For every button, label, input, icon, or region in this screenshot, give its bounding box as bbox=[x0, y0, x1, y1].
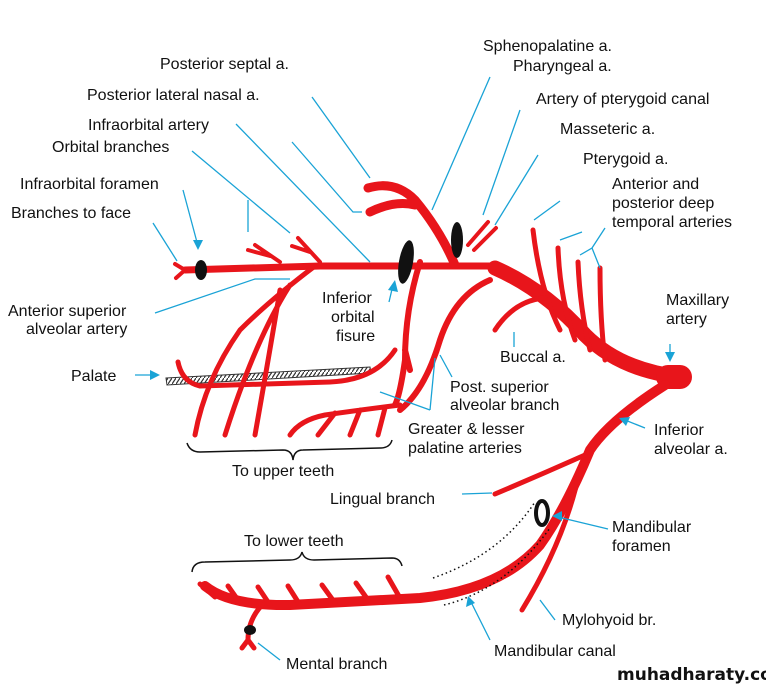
foramina bbox=[195, 222, 550, 635]
deep-temporal-arteries bbox=[575, 259, 608, 363]
label-anterior-superior-alveolar-1: Anterior superior bbox=[8, 303, 127, 320]
pterygoid-artery bbox=[555, 245, 578, 343]
label-pterygoid-canal: Artery of pterygoid canal bbox=[536, 91, 709, 108]
label-orbital-branches: Orbital branches bbox=[52, 139, 169, 156]
lingual-branch bbox=[492, 452, 588, 497]
lower-teeth-branches bbox=[197, 574, 403, 608]
label-branches-to-face: Branches to face bbox=[11, 205, 131, 222]
label-lingual: Lingual branch bbox=[330, 491, 435, 508]
label-anterior-superior-alveolar-2: alveolar artery bbox=[26, 321, 127, 338]
face-branches bbox=[173, 262, 187, 280]
label-posterior-lateral-nasal: Posterior lateral nasal a. bbox=[87, 87, 260, 104]
labels: Posterior septal a. Posterior lateral na… bbox=[8, 38, 766, 685]
mylohyoid-branch bbox=[519, 467, 583, 613]
label-masseteric: Masseteric a. bbox=[560, 121, 655, 138]
mental-foramen-mark bbox=[244, 625, 256, 635]
descending-palatine bbox=[392, 259, 423, 408]
label-post-superior-alveolar-2: alveolar branch bbox=[450, 397, 559, 414]
label-buccal: Buccal a. bbox=[500, 349, 566, 366]
leader-arrowheads bbox=[150, 240, 675, 607]
mandibular-canal-outline bbox=[432, 501, 551, 606]
buccal-artery bbox=[492, 295, 548, 333]
orbital-branches bbox=[246, 236, 322, 264]
label-upper-teeth: To upper teeth bbox=[232, 463, 334, 480]
label-mylohyoid: Mylohyoid br. bbox=[562, 612, 656, 629]
pharyngeal-artery bbox=[466, 220, 498, 252]
label-deep-temporal-3: temporal arteries bbox=[612, 214, 732, 231]
label-inferior-orbital-fissure-2: orbital bbox=[331, 309, 375, 326]
watermark: muhadharaty.com bbox=[617, 665, 766, 685]
label-deep-temporal-1: Anterior and bbox=[612, 176, 699, 193]
infraorbital-foramen-mark bbox=[195, 260, 207, 280]
palatine-to-palate bbox=[175, 347, 398, 389]
label-maxillary-2: artery bbox=[666, 311, 707, 328]
label-pterygoid: Pterygoid a. bbox=[583, 151, 668, 168]
inferior-alveolar-artery bbox=[200, 380, 670, 611]
label-mandibular-foramen-1: Mandibular bbox=[612, 519, 692, 536]
label-inferior-alveolar-1: Inferior bbox=[654, 422, 704, 439]
arteries bbox=[173, 181, 692, 651]
mandibular-foramen-mark bbox=[534, 499, 550, 527]
label-post-superior-alveolar-1: Post. superior bbox=[450, 379, 549, 396]
inferior-orbital-fissure-mark bbox=[398, 240, 414, 284]
label-sphenopalatine: Sphenopalatine a. bbox=[483, 38, 612, 55]
label-inferior-alveolar-2: alveolar a. bbox=[654, 441, 728, 458]
post-superior-alveolar bbox=[397, 277, 493, 413]
mental-branch bbox=[239, 602, 265, 651]
pterygopalatine-mark bbox=[451, 222, 463, 258]
infraorbital-artery bbox=[181, 262, 499, 274]
label-pharyngeal: Pharyngeal a. bbox=[513, 58, 612, 75]
label-inferior-orbital-fissure-1: Inferior bbox=[322, 290, 372, 307]
label-infraorbital-foramen: Infraorbital foramen bbox=[20, 176, 159, 193]
label-palatine-2: palatine arteries bbox=[408, 440, 522, 457]
lower-teeth-brace bbox=[191, 551, 403, 573]
masseteric-artery bbox=[530, 227, 563, 333]
label-maxillary-1: Maxillary bbox=[666, 292, 729, 309]
label-posterior-septal: Posterior septal a. bbox=[160, 56, 289, 73]
upper-teeth-brace bbox=[186, 439, 393, 461]
label-lower-teeth: To lower teeth bbox=[244, 533, 344, 550]
anterior-superior-alveolar bbox=[192, 263, 318, 438]
label-mandibular-canal: Mandibular canal bbox=[494, 643, 616, 660]
label-inferior-orbital-fissure-3: fisure bbox=[336, 328, 375, 345]
leader-lines bbox=[135, 76, 671, 661]
label-palatine-1: Greater & lesser bbox=[408, 421, 525, 438]
label-palate: Palate bbox=[71, 368, 116, 385]
label-mandibular-foramen-2: foramen bbox=[612, 538, 671, 555]
label-deep-temporal-2: posterior deep bbox=[612, 195, 714, 212]
sphenopalatine-artery bbox=[363, 181, 460, 270]
upper-teeth-posterior bbox=[287, 402, 403, 438]
label-infraorbital-artery: Infraorbital artery bbox=[88, 117, 209, 134]
label-mental: Mental branch bbox=[286, 656, 387, 673]
